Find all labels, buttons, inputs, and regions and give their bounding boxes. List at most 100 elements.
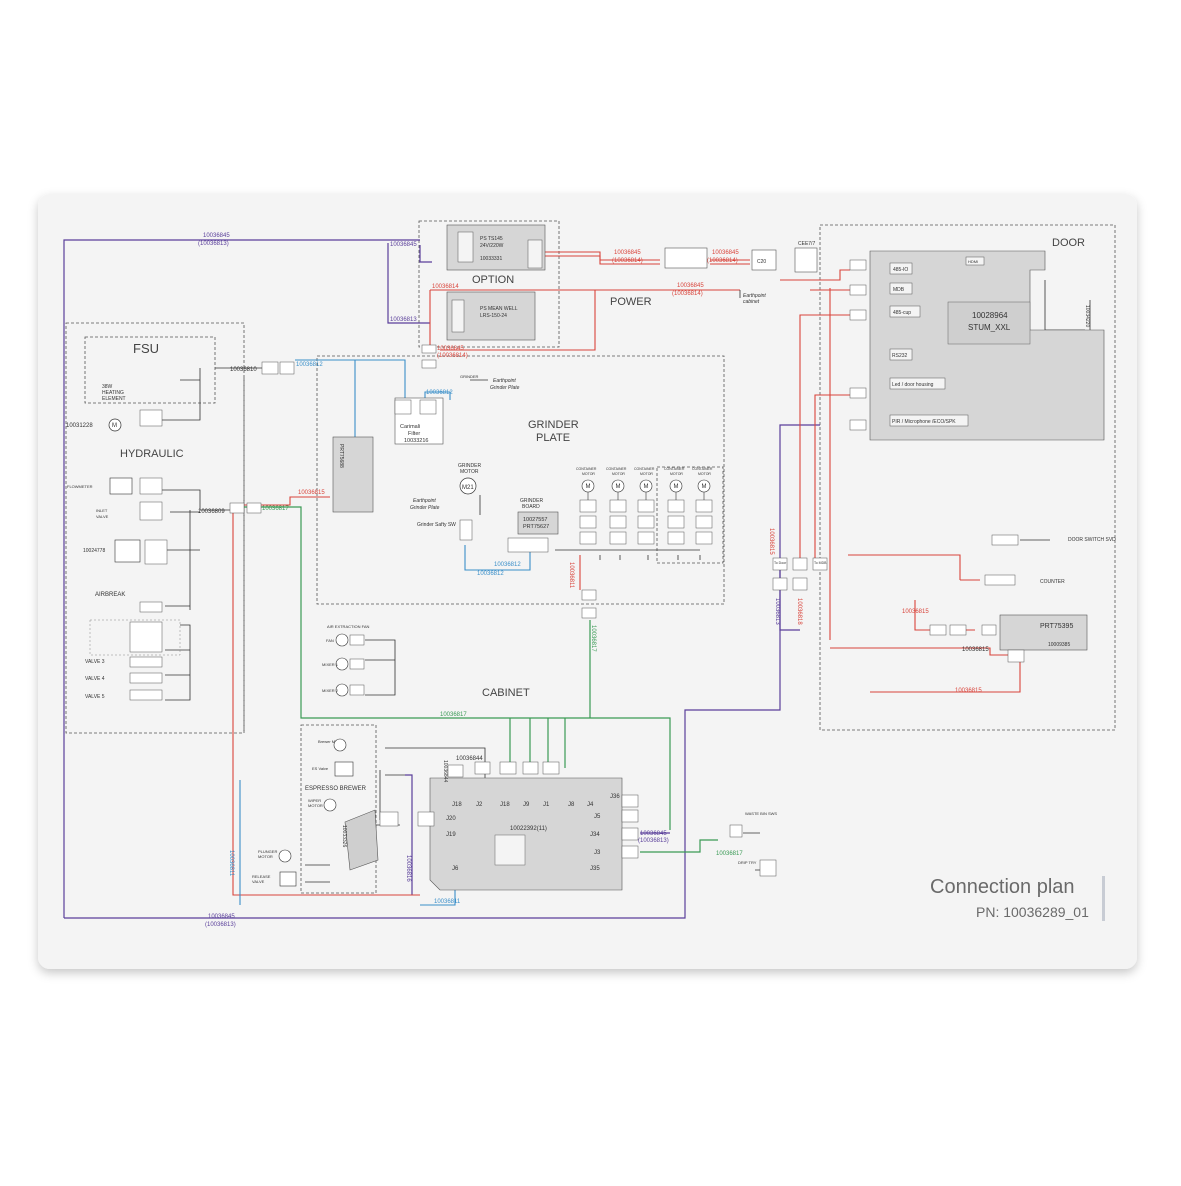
grinder-plate-region xyxy=(316,355,725,605)
ps2-label: PS MEAN WELL xyxy=(480,306,518,312)
inlet-label-2: VALVE xyxy=(96,514,109,519)
header-j5: J5 xyxy=(594,814,601,820)
cable-815-grinder: 10036815 xyxy=(298,490,325,496)
to-mdb: To MDB xyxy=(814,561,827,565)
release-label-1: RELEASE xyxy=(252,874,271,879)
grinder-safety-label: Grinder Safty SW xyxy=(417,522,456,528)
cable-818-vert: 10036818 xyxy=(796,598,802,625)
ps1-label-b: 24V/220W xyxy=(480,243,504,249)
svg-text:M: M xyxy=(586,484,591,490)
earth-grinder-label-1: Earthpoint xyxy=(413,498,436,504)
grinder-board-prt: PRT75627 xyxy=(523,524,549,530)
release-label-2: VALVE xyxy=(252,879,265,884)
header-j3: J3 xyxy=(594,850,601,856)
air-extraction-label: AIR EXTRACTION FAN xyxy=(327,624,370,629)
prt-label: PRT75395 xyxy=(1040,623,1073,630)
header-j6: J6 xyxy=(452,866,459,872)
heating-label-3: ELEMENT xyxy=(102,396,126,402)
cable-815-lower: 10036815 xyxy=(955,688,982,694)
earth-cabinet-label: Earthpoint xyxy=(743,293,766,299)
svg-text:M: M xyxy=(616,484,621,490)
cee-label: CEE7/7 xyxy=(798,241,815,247)
cable-845-main: 10036845 xyxy=(640,831,667,837)
cable-813-top: (10036813) xyxy=(198,241,229,247)
fsu-hydraulic-group: FSU HYDRAULIC 38W HEATING ELEMENT 100312… xyxy=(66,341,295,701)
cable-814-c20: (10036814) xyxy=(707,258,738,264)
cable-814-power: (10036814) xyxy=(612,258,643,264)
m21-label: M21 xyxy=(462,485,474,491)
carimali-label-2: Filter xyxy=(408,431,420,437)
title-block: Connection plan PN: 10036289_01 xyxy=(930,876,1105,921)
cable-812-low: 10036812 xyxy=(477,571,504,577)
svg-text:M: M xyxy=(644,484,649,490)
header-j18b: J18 xyxy=(500,802,510,808)
grinder-plate-title-2: PLATE xyxy=(536,432,570,444)
fsu-motor-icon xyxy=(108,418,122,432)
title-accent-bar xyxy=(1102,876,1105,921)
cable-813-vert: 10036813 xyxy=(774,598,780,625)
cable-809: 10036809 xyxy=(198,509,225,515)
ps1-pn: 10033331 xyxy=(480,256,502,262)
valve4-label: VALVE 4 xyxy=(85,676,105,682)
port-485cup: 485-cup xyxy=(893,310,911,316)
svg-text:CONTAINER: CONTAINER xyxy=(634,467,655,471)
cable-844-vert: 10036844 xyxy=(442,760,448,782)
brewer-motor-label: Brewer Motor xyxy=(318,739,343,744)
cable-845-top: 10036845 xyxy=(203,233,230,239)
grinder-board-label-2: BOARD xyxy=(522,504,540,510)
wiper-label-2: MOTOR xyxy=(308,803,323,808)
earth-grinder-label-2: Grinder Plate xyxy=(410,505,440,511)
port-mdb: MDB xyxy=(893,287,905,293)
cable-815-vert: 10036815 xyxy=(768,528,774,555)
option-title: OPTION xyxy=(472,274,514,286)
header-j18: J18 xyxy=(452,802,462,808)
grinder-board-label-1: GRINDER xyxy=(520,498,543,504)
port-hdmi: HDMI xyxy=(968,259,978,264)
header-j34: J34 xyxy=(590,832,600,838)
grinder-board xyxy=(517,511,559,535)
port-led: Led / door housing xyxy=(892,382,934,388)
header-j35: J35 xyxy=(590,866,600,872)
door-side-pn: 10034220 xyxy=(1084,305,1090,327)
plunger-label-1: PLUNGER xyxy=(258,849,277,854)
header-j36: J36 xyxy=(610,794,620,800)
cable-845-bottom: 10036845 xyxy=(437,346,464,352)
brewer-board xyxy=(344,809,379,871)
es-valve-label: ES Valve xyxy=(312,766,329,771)
brewer-board-pn: 10033326 xyxy=(341,825,347,847)
cable-845-c20: 10036845 xyxy=(712,250,739,256)
grinder-motor-icon xyxy=(459,477,477,495)
cable-845-power: 10036845 xyxy=(614,250,641,256)
grinder-top-tag: GRINDER xyxy=(460,374,479,379)
cable-813-bottom-left: (10036813) xyxy=(205,922,236,928)
cable-814-earth: (10036814) xyxy=(672,291,703,297)
c20-label: C20 xyxy=(757,259,766,265)
cable-811-vert: 10036811 xyxy=(568,562,574,589)
cable-811-bottom: 10036811 xyxy=(434,899,461,905)
cable-844: 10036844 xyxy=(456,756,483,762)
prt-pn: 10009385 xyxy=(1048,642,1070,648)
hydraulic-title: HYDRAULIC xyxy=(120,448,184,460)
cabinet-title: CABINET xyxy=(482,687,530,699)
cable-845-option: 10036845 xyxy=(390,242,417,248)
header-j2: J2 xyxy=(476,802,483,808)
cable-814-ps2: 10036814 xyxy=(432,284,459,290)
carimali-label-1: Carimali xyxy=(400,424,420,430)
power-filter xyxy=(664,247,708,269)
option-region xyxy=(418,220,560,348)
cable-817-vert: 10036817 xyxy=(590,625,596,652)
header-j9: J9 xyxy=(523,802,530,808)
flowmeter-icon xyxy=(109,477,133,495)
cable-845-bottom-left: 10036845 xyxy=(208,914,235,920)
cable-812-top: 10036812 xyxy=(296,362,323,368)
drip-tray-label: DRIP TRY xyxy=(738,860,757,865)
counter-label: COUNTER xyxy=(1040,579,1065,585)
svg-text:MOTOR: MOTOR xyxy=(640,472,653,476)
prt-board xyxy=(999,614,1088,651)
